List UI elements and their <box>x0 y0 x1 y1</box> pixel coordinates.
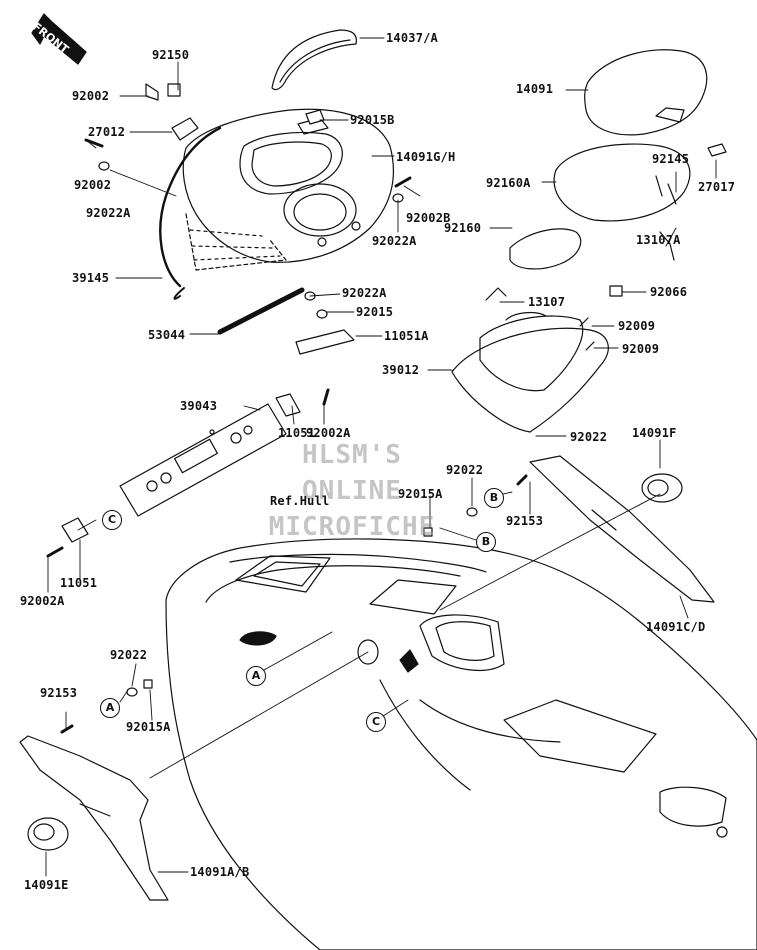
part-label: 13107A <box>636 233 681 247</box>
callout-b: B <box>484 488 504 508</box>
part-label: 92002B <box>406 211 451 225</box>
glove-box-lid-part <box>182 108 394 263</box>
part-label: 92015A <box>398 487 443 501</box>
part-label: 14091 <box>516 82 554 96</box>
callout-a: A <box>100 698 120 718</box>
part-label: 92002A <box>306 426 351 440</box>
small-pad-part <box>509 228 582 270</box>
part-label: 92160 <box>444 221 482 235</box>
storage-pad-part <box>584 49 708 136</box>
part-label: 11051A <box>384 329 429 343</box>
seal-cord-part <box>159 126 222 300</box>
part-label: 92022A <box>86 206 131 220</box>
part-label: 92015A <box>126 720 171 734</box>
top-cover-part <box>271 29 357 91</box>
panel-part <box>46 388 330 558</box>
part-label: 92022A <box>372 234 417 248</box>
part-label: 11051 <box>278 426 316 440</box>
part-label: 92022A <box>342 286 387 300</box>
part-label: 92022 <box>110 648 148 662</box>
part-label: 14091C/D <box>646 620 706 634</box>
callout-a: A <box>246 666 266 686</box>
part-label: 14091E <box>24 878 69 892</box>
part-label: 92066 <box>650 285 688 299</box>
side-panel-left-part <box>19 735 169 901</box>
part-label: 92150 <box>152 48 190 62</box>
part-label: 92145 <box>652 152 690 166</box>
part-label: 92015 <box>356 305 394 319</box>
watermark-line-1: HLSM'S <box>302 440 402 470</box>
part-label: 92160A <box>486 176 531 190</box>
watermark-line-3: MICROFICHE <box>268 512 436 542</box>
front-arrow-icon <box>31 13 87 65</box>
part-label: 92153 <box>40 686 78 700</box>
ref-hull-label: Ref.Hull <box>270 494 330 508</box>
part-label: 14091F <box>632 426 677 440</box>
pad-part <box>553 143 691 222</box>
part-label: 53044 <box>148 328 186 342</box>
callout-c: C <box>366 712 386 732</box>
bracket-part <box>84 83 412 203</box>
watermark-line-2: ONLINE <box>302 476 402 506</box>
hull-part <box>165 538 757 950</box>
part-label: 92022 <box>446 463 484 477</box>
part-label: 27017 <box>698 180 736 194</box>
side-panel-right-part <box>529 455 715 603</box>
part-label: 39043 <box>180 399 218 413</box>
part-label: 92022 <box>570 430 608 444</box>
part-label: 92002 <box>74 178 112 192</box>
part-label: 92002A <box>20 594 65 608</box>
shield-part <box>185 213 287 271</box>
leader-lines <box>45 37 717 877</box>
part-label: 11051 <box>60 576 98 590</box>
part-label: 14037/A <box>386 31 438 45</box>
part-label: 92002 <box>72 89 110 103</box>
part-label: 14091G/H <box>396 150 456 164</box>
part-label: 27012 <box>88 125 126 139</box>
callout-c: C <box>102 510 122 530</box>
part-label: 92153 <box>506 514 544 528</box>
part-label: 92009 <box>618 319 656 333</box>
storage-bucket-part <box>451 285 623 433</box>
rod-part <box>217 287 355 355</box>
part-label: 14091A/B <box>190 865 250 879</box>
callout-b: B <box>476 532 496 552</box>
part-label: 92015B <box>350 113 395 127</box>
part-label: 92009 <box>622 342 660 356</box>
part-label: 39012 <box>382 363 420 377</box>
part-label: 13107 <box>528 295 566 309</box>
part-label: 39145 <box>72 271 110 285</box>
